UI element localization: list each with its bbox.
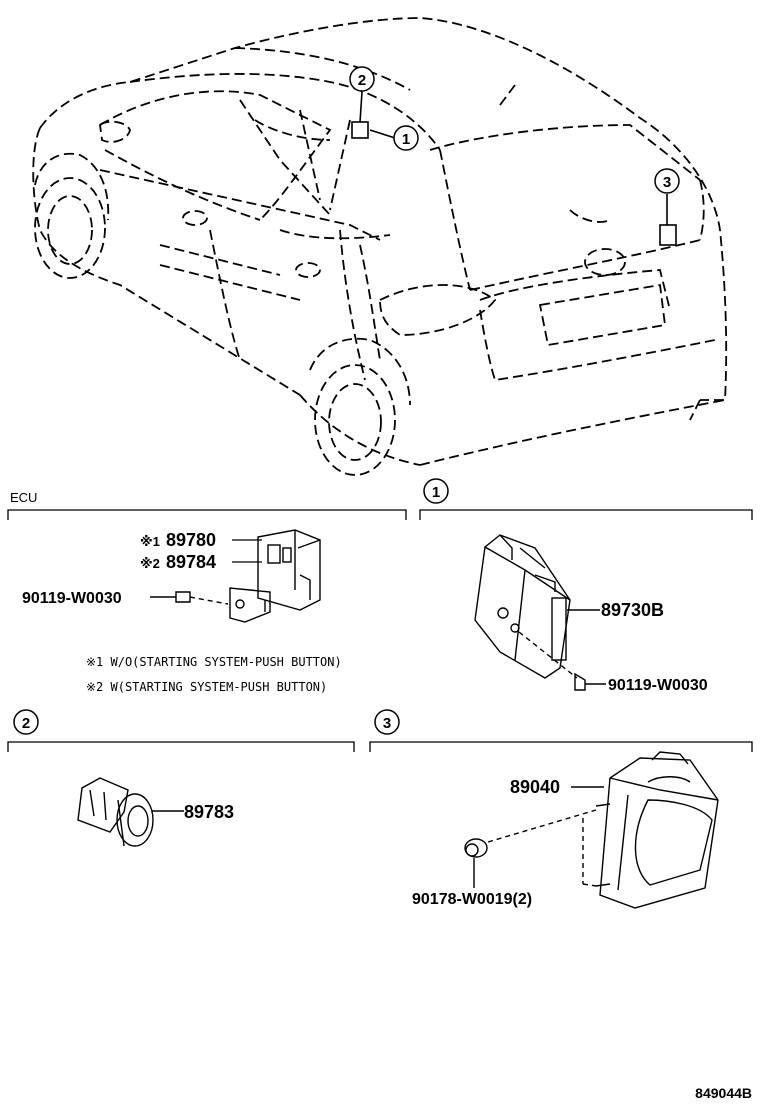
control-module-drawing <box>474 534 606 691</box>
coil-part-89783[interactable]: 89783 <box>184 802 234 822</box>
immobilizer-coil-drawing <box>77 777 184 847</box>
module-bolt-part-number[interactable]: 90119-W0030 <box>608 677 708 694</box>
ecu-part-drawing <box>150 529 321 623</box>
svg-text:3: 3 <box>383 715 391 732</box>
car-callout-2[interactable]: 2 <box>349 66 375 92</box>
siren-drawing <box>464 751 719 909</box>
siren-part-89040[interactable]: 89040 <box>510 777 560 797</box>
section-ecu-bracket <box>7 509 407 520</box>
svg-text:3: 3 <box>663 174 671 191</box>
ecu-part-89784[interactable]: 89784 <box>166 552 216 572</box>
car-callout-3[interactable]: 3 <box>654 168 680 194</box>
reference-code: 849044B <box>695 1085 752 1101</box>
section-1: 1 89730B 90119-W0030 <box>419 478 753 694</box>
svg-text:1: 1 <box>432 484 440 501</box>
section-1-callout[interactable]: 1 <box>423 478 449 504</box>
section-ecu: ECU ※1 89780 ※2 89784 90119-W0030 ※1 W/O… <box>7 490 407 694</box>
nut-part-number[interactable]: 90178-W0019(2) <box>412 891 532 908</box>
section-1-bracket <box>419 509 753 520</box>
section-2: 2 89783 <box>7 709 355 847</box>
svg-text:2: 2 <box>358 72 366 89</box>
ecu-part-89780[interactable]: 89780 <box>166 530 216 550</box>
ecu-bolt-part-number[interactable]: 90119-W0030 <box>22 590 122 607</box>
ecu-note-2: ※2 W(STARTING SYSTEM-PUSH BUTTON) <box>86 680 327 694</box>
section-3-callout[interactable]: 3 <box>374 709 400 735</box>
ecu-mark-2: ※2 <box>140 556 160 571</box>
svg-text:1: 1 <box>402 131 410 148</box>
section-3-bracket <box>369 741 753 752</box>
car-callout-1[interactable]: 1 <box>393 125 419 151</box>
vehicle-component-marks <box>351 91 677 246</box>
vehicle-illustration <box>32 17 728 476</box>
ecu-note-1: ※1 W/O(STARTING SYSTEM-PUSH BUTTON) <box>86 655 342 669</box>
section-2-bracket <box>7 741 355 752</box>
section-3: 3 89040 90178-W0019(2) <box>369 709 753 909</box>
svg-text:2: 2 <box>22 715 30 732</box>
module-part-89730b[interactable]: 89730B <box>601 600 664 620</box>
ecu-mark-1: ※1 <box>140 534 160 549</box>
section-ecu-label: ECU <box>10 490 37 505</box>
section-2-callout[interactable]: 2 <box>13 709 39 735</box>
